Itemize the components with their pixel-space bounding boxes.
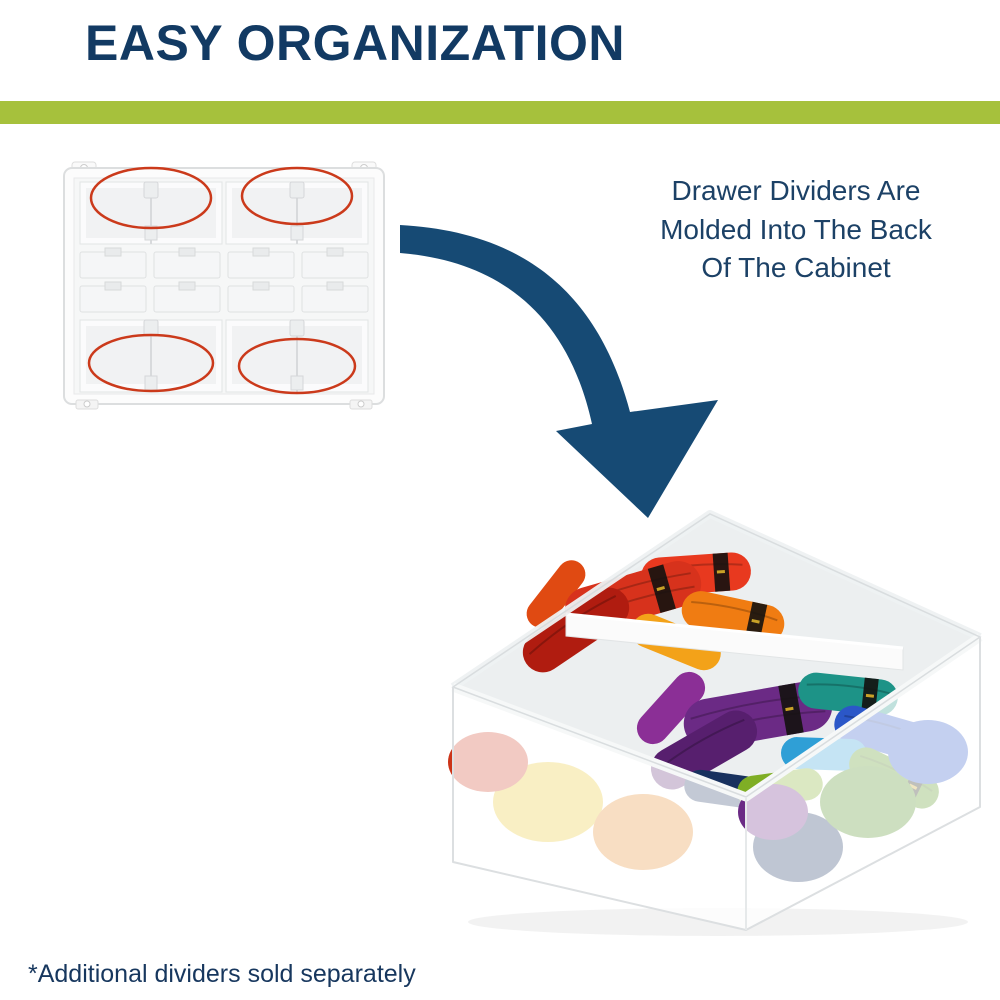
page-title: EASY ORGANIZATION bbox=[85, 15, 626, 71]
callout-text: Drawer Dividers Are Molded Into The Back… bbox=[650, 172, 942, 288]
divider-slot-highlight bbox=[89, 166, 213, 230]
accent-bar bbox=[0, 101, 1000, 124]
callout-line-2: Molded Into The Back bbox=[660, 213, 932, 245]
divider-slot-tab bbox=[290, 225, 304, 241]
divider-slot-highlight bbox=[240, 166, 354, 226]
footnote: *Additional dividers sold separately bbox=[28, 960, 416, 988]
cabinet-foot bbox=[75, 399, 373, 410]
cabinet-illustration bbox=[63, 161, 385, 410]
callout-line-1: Drawer Dividers Are bbox=[671, 175, 921, 206]
drawer-rim bbox=[450, 510, 983, 931]
divider-slot-tab bbox=[289, 181, 305, 199]
arrow-shape bbox=[400, 225, 718, 518]
small-drawer-rows bbox=[79, 247, 369, 313]
divider-slot-tab bbox=[144, 225, 158, 241]
drawer-front-left-wall bbox=[448, 686, 747, 931]
divider-slot-tab bbox=[290, 375, 304, 391]
divider-slot-highlight bbox=[237, 337, 357, 395]
divider-slot-tab bbox=[144, 375, 158, 391]
drawer-front-right-wall bbox=[738, 636, 981, 931]
divider-slot-highlight bbox=[87, 333, 215, 393]
drawer-divider bbox=[565, 612, 904, 671]
callout-line-3: Of The Cabinet bbox=[701, 252, 891, 284]
divider-slot-tab bbox=[143, 319, 159, 337]
divider-slot-tab bbox=[289, 319, 305, 337]
divider-slot-tab bbox=[143, 181, 159, 199]
floss-warm-compartment bbox=[522, 552, 785, 673]
arrow-icon bbox=[400, 225, 718, 518]
drawer-photo bbox=[448, 510, 983, 936]
